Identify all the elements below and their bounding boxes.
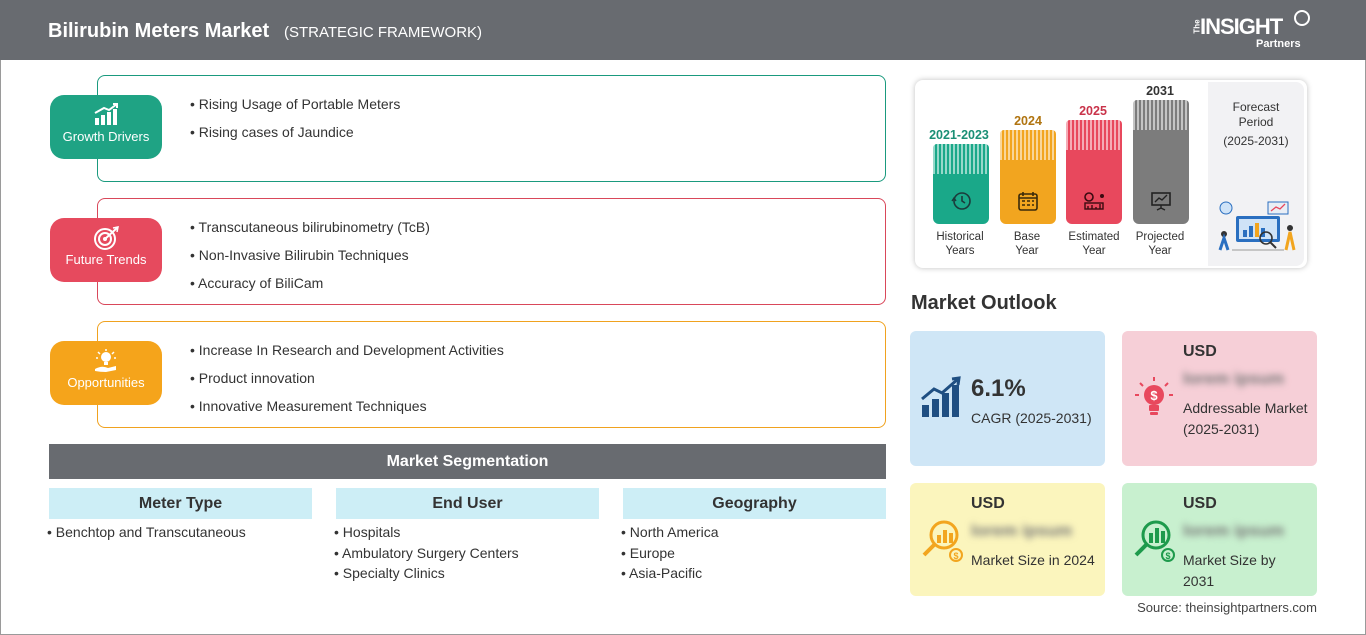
timeline-year-historical: 2021-2023: [929, 128, 989, 142]
source-note: Source: theinsightpartners.com: [1137, 600, 1317, 615]
opportunities-tag: Opportunities: [50, 341, 162, 405]
growth-bars-icon: [921, 376, 961, 417]
timeline-bar-base: [1000, 130, 1056, 224]
growth-drivers-tag: Growth Drivers: [50, 95, 162, 159]
market-outlook-title: Market Outlook: [911, 292, 1057, 314]
growth-drivers-list: Rising Usage of Portable Meters Rising c…: [190, 96, 401, 152]
list-item: Transcutaneous bilirubinometry (TcB): [190, 219, 430, 247]
list-item: Innovative Measurement Techniques: [190, 398, 504, 426]
logo-insight: INSIGHT: [1200, 14, 1283, 39]
size2024-usd: USD: [971, 495, 1005, 512]
list-item: North America: [621, 524, 719, 545]
list-item: Benchtop and Transcutaneous: [47, 524, 246, 545]
timeline-year-estimated: 2025: [1079, 104, 1107, 118]
svg-text:$: $: [1165, 551, 1170, 561]
list-item: Hospitals: [334, 524, 519, 545]
forecast-period-range: (2025-2031): [1223, 134, 1289, 148]
bar-stripe: [1000, 130, 1056, 160]
addressable-value: lorem ipsum: [1183, 369, 1285, 388]
opportunities-label: Opportunities: [67, 375, 145, 390]
bar-stripe: [1133, 100, 1189, 130]
market-segmentation-header: Market Segmentation: [49, 444, 886, 479]
cagr-card: 6.1% CAGR (2025-2031): [910, 331, 1105, 466]
growth-drivers-box: Rising Usage of Portable Meters Rising c…: [97, 75, 886, 182]
magnifier-chart-icon: $: [922, 520, 963, 562]
size2031-label: Market Size by 2031: [1183, 552, 1276, 589]
list-item: Accuracy of BiliCam: [190, 275, 430, 303]
segment-end-user-header: End User: [336, 488, 599, 519]
list-item: Ambulatory Surgery Centers: [334, 545, 519, 566]
segment-meter-type-header: Meter Type: [49, 488, 312, 519]
size2024-value: lorem ipsum: [971, 521, 1073, 540]
presentation-chart-icon: [1151, 192, 1171, 211]
calendar-icon: [1018, 192, 1038, 211]
size2024-label: Market Size in 2024: [971, 552, 1095, 568]
geography-list: North America Europe Asia-Pacific: [621, 524, 719, 586]
bar-stripe: [1066, 120, 1122, 150]
future-trends-label: Future Trends: [65, 252, 147, 267]
svg-text:$: $: [1150, 388, 1158, 403]
opportunities-list: Increase In Research and Development Act…: [190, 342, 504, 426]
list-item: Product innovation: [190, 370, 504, 398]
idea-bulb-icon: $: [1135, 377, 1173, 415]
meter-type-list: Benchtop and Transcutaneous: [47, 524, 246, 545]
timeline-bar-estimated: [1066, 120, 1122, 224]
timeline-year-projected: 2031: [1146, 84, 1174, 98]
logo-partners: Partners: [1256, 38, 1301, 50]
timeline-year-base: 2024: [1014, 114, 1042, 128]
list-item: Specialty Clinics: [334, 565, 519, 586]
bar-stripe: [933, 144, 989, 174]
list-item: Europe: [621, 545, 719, 566]
addressable-label: Addressable Market (2025-2031): [1183, 400, 1308, 437]
page-subtitle: (STRATEGIC FRAMEWORK): [284, 24, 483, 41]
future-trends-tag: Future Trends: [50, 218, 162, 282]
target-icon: [94, 226, 119, 250]
size2031-usd: USD: [1183, 495, 1217, 512]
future-trends-box: Transcutaneous bilirubinometry (TcB) Non…: [97, 198, 886, 305]
market-size-2024-card: USD lorem ipsum $ Market Size in 2024: [910, 483, 1105, 596]
list-item: Rising cases of Jaundice: [190, 124, 400, 152]
list-item: Non-Invasive Bilirubin Techniques: [190, 247, 430, 275]
analytics-team-illustration: [1218, 201, 1296, 251]
logo-ring-icon: [1294, 10, 1310, 26]
svg-text:$: $: [953, 551, 958, 561]
header-bar: Bilirubin Meters Market (STRATEGIC FRAME…: [0, 0, 1366, 60]
opportunities-box: Increase In Research and Development Act…: [97, 321, 886, 428]
history-clock-icon: [951, 192, 971, 210]
growth-chart-icon: [94, 103, 118, 125]
insight-partners-logo[interactable]: The INSIGHT Partners: [1190, 10, 1320, 52]
cagr-label: CAGR (2025-2031): [971, 410, 1092, 426]
size2031-value: lorem ipsum: [1183, 521, 1285, 540]
magnifier-bars-icon: $: [1134, 520, 1175, 562]
list-item: Asia-Pacific: [621, 565, 719, 586]
cagr-value: 6.1%: [971, 375, 1026, 402]
timeline-bar-projected: [1133, 100, 1189, 224]
list-item: Rising Usage of Portable Meters: [190, 96, 401, 124]
settings-chart-icon: [1084, 192, 1104, 210]
growth-drivers-label: Growth Drivers: [62, 129, 150, 144]
future-trends-list: Transcutaneous bilirubinometry (TcB) Non…: [190, 219, 430, 303]
timeline-bar-historical: [933, 144, 989, 224]
segment-geography-header: Geography: [623, 488, 886, 519]
list-item: Increase In Research and Development Act…: [190, 342, 504, 370]
addressable-market-card: USD lorem ipsum $ Addressable Market (20…: [1122, 331, 1317, 466]
page-title: Bilirubin Meters Market: [48, 20, 270, 42]
market-size-2031-card: USD lorem ipsum $ Market Size by 2031: [1122, 483, 1317, 596]
addressable-usd: USD: [1183, 343, 1217, 360]
end-user-list: Hospitals Ambulatory Surgery Centers Spe…: [334, 524, 519, 586]
lightbulb-hand-icon: [95, 349, 116, 372]
